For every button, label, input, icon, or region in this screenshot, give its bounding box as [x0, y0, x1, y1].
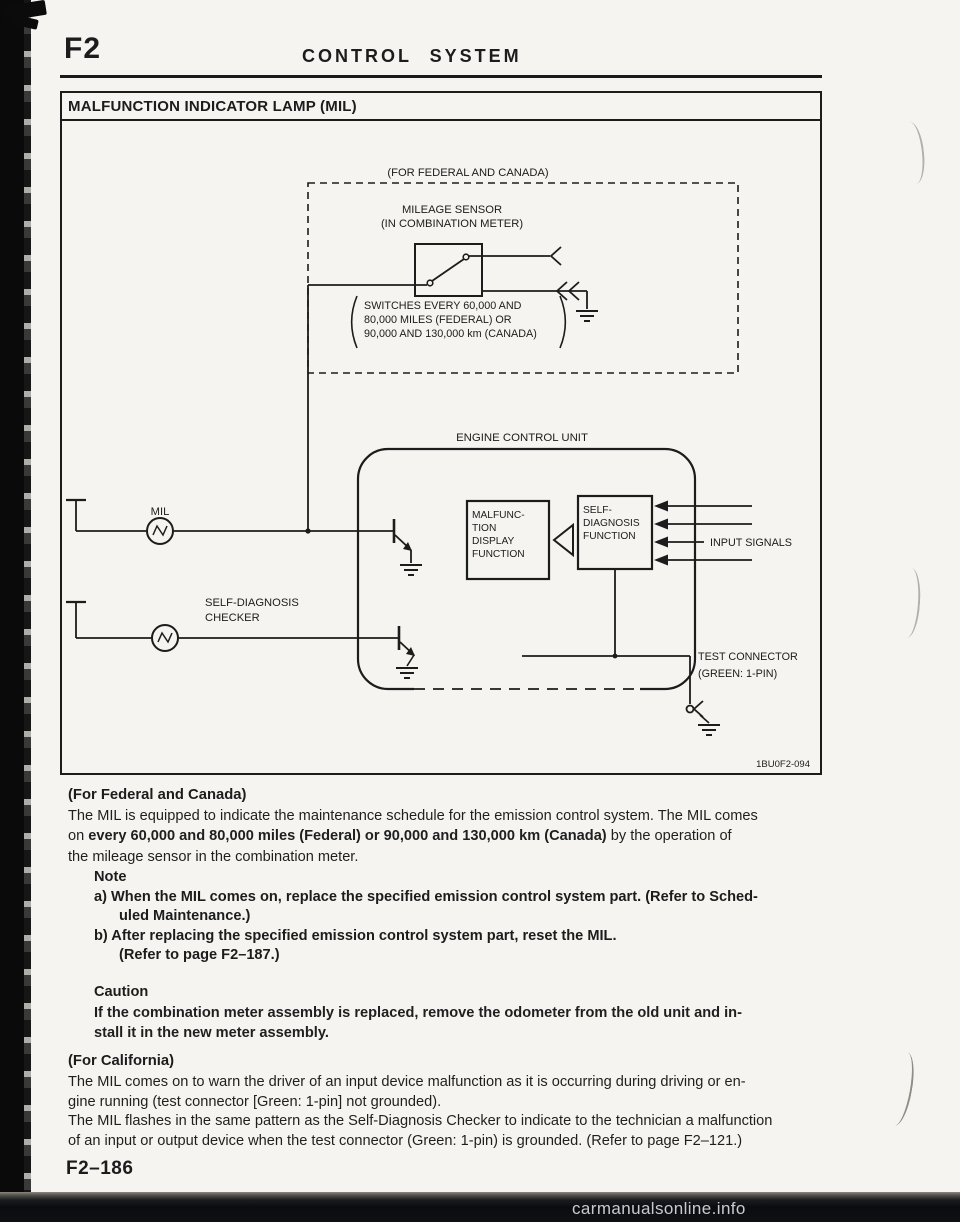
- page-number: F2–186: [66, 1158, 134, 1179]
- note-item-a-cont: uled Maintenance.): [119, 908, 251, 924]
- test-connector-symbol: [685, 700, 720, 736]
- switch-note-line: SWITCHES EVERY 60,000 AND: [364, 300, 522, 312]
- junction-dot: [305, 528, 311, 534]
- malfunction-display-label: MALFUNC-: [472, 510, 525, 521]
- header-page-code: F2: [64, 32, 102, 65]
- federal-text-start: The MIL is equipped to indicate the main…: [68, 808, 758, 845]
- caution-text: If the combination meter assembly is rep…: [94, 1005, 742, 1041]
- self-diagnosis-label: FUNCTION: [583, 531, 636, 542]
- ecu-label: ENGINE CONTROL UNIT: [456, 432, 588, 444]
- header-rule: [60, 75, 822, 78]
- federal-heading: (For Federal and Canada): [68, 787, 247, 803]
- note-heading: Note: [94, 869, 127, 885]
- header-title: CONTROL SYSTEM: [302, 46, 522, 66]
- figure-code: 1BU0F2-094: [756, 759, 810, 770]
- federal-text-end: by the operation of the mileage sensor i…: [68, 828, 732, 865]
- note-right-bracket: [559, 295, 567, 349]
- input-signal-arrows: [654, 500, 752, 566]
- mileage-sensor-label: MILEAGE SENSOR: [402, 204, 502, 216]
- scan-artifact: [898, 121, 928, 185]
- transistor-symbol: [396, 626, 418, 679]
- malfunction-display-label: FUNCTION: [472, 549, 525, 560]
- scan-artifact: [895, 567, 923, 639]
- binding-strip-edge: [24, 0, 31, 1222]
- checker-lamp-symbol: [151, 624, 179, 652]
- checker-label: CHECKER: [205, 612, 260, 624]
- checker-label: SELF-DIAGNOSIS: [205, 597, 299, 609]
- test-connector-label: (GREEN: 1-PIN): [698, 668, 777, 680]
- mileage-sensor-dashed-box: [307, 182, 739, 374]
- power-source-symbol: [66, 600, 86, 638]
- california-heading: (For California): [68, 1053, 175, 1069]
- mil-diagram: (FOR FEDERAL AND CANADA) MILEAGE SENSOR …: [66, 167, 810, 770]
- page-bottom-shadow: [0, 1192, 960, 1222]
- transistor-symbol: [392, 519, 422, 576]
- junction-dot: [612, 653, 618, 659]
- mil-lamp-symbol: [146, 517, 174, 545]
- watermark-text: carmanualsonline.info: [572, 1199, 746, 1218]
- function-arrow-icon: [552, 522, 574, 558]
- input-signals-label: INPUT SIGNALS: [710, 537, 792, 549]
- note-left-bracket: [350, 295, 358, 349]
- malfunction-display-box: MALFUNC- TION DISPLAY FUNCTION: [465, 499, 551, 581]
- region-note-label: (FOR FEDERAL AND CANADA): [387, 167, 548, 179]
- switch-note-line: 90,000 AND 130,000 km (CANADA): [364, 328, 537, 340]
- federal-paragraph: The MIL is equipped to indicate the main…: [68, 806, 916, 867]
- double-chevron-icon: [567, 281, 580, 301]
- switch-note-line: 80,000 MILES (FEDERAL) OR: [364, 314, 512, 326]
- power-source-symbol: [66, 498, 86, 531]
- caution-heading: Caution: [94, 984, 149, 1000]
- self-diagnosis-label: DIAGNOSIS: [583, 518, 640, 529]
- note-item-b: b) After replacing the specified emissio…: [94, 928, 617, 944]
- binding-strip: [0, 0, 24, 1222]
- connector-chevron-icon: [549, 246, 562, 266]
- mil-panel: MALFUNCTION INDICATOR LAMP (MIL) (FOR FE…: [60, 91, 822, 775]
- malfunction-display-label: TION: [472, 523, 496, 534]
- self-diagnosis-label: SELF-: [583, 505, 612, 516]
- note-item-a: a) When the MIL comes on, replace the sp…: [94, 889, 758, 905]
- panel-title: MALFUNCTION INDICATOR LAMP (MIL): [62, 93, 820, 121]
- test-connector-label: TEST CONNECTOR: [698, 651, 798, 663]
- federal-text-bold: every 60,000 and 80,000 miles (Federal) …: [88, 828, 607, 845]
- mileage-sensor-label: (IN COMBINATION METER): [381, 218, 523, 230]
- note-item-b-cont: (Refer to page F2–187.): [119, 947, 280, 963]
- self-diagnosis-box: SELF- DIAGNOSIS FUNCTION: [576, 494, 654, 571]
- mileage-sensor-symbol: [414, 243, 483, 297]
- malfunction-display-label: DISPLAY: [472, 536, 514, 547]
- mil-label: MIL: [151, 506, 170, 518]
- california-paragraph: The MIL comes on to warn the driver of a…: [68, 1074, 773, 1149]
- double-chevron-icon: [555, 281, 568, 301]
- ground-symbol: [576, 310, 598, 322]
- switch-interval-note: SWITCHES EVERY 60,000 AND 80,000 MILES (…: [350, 295, 567, 349]
